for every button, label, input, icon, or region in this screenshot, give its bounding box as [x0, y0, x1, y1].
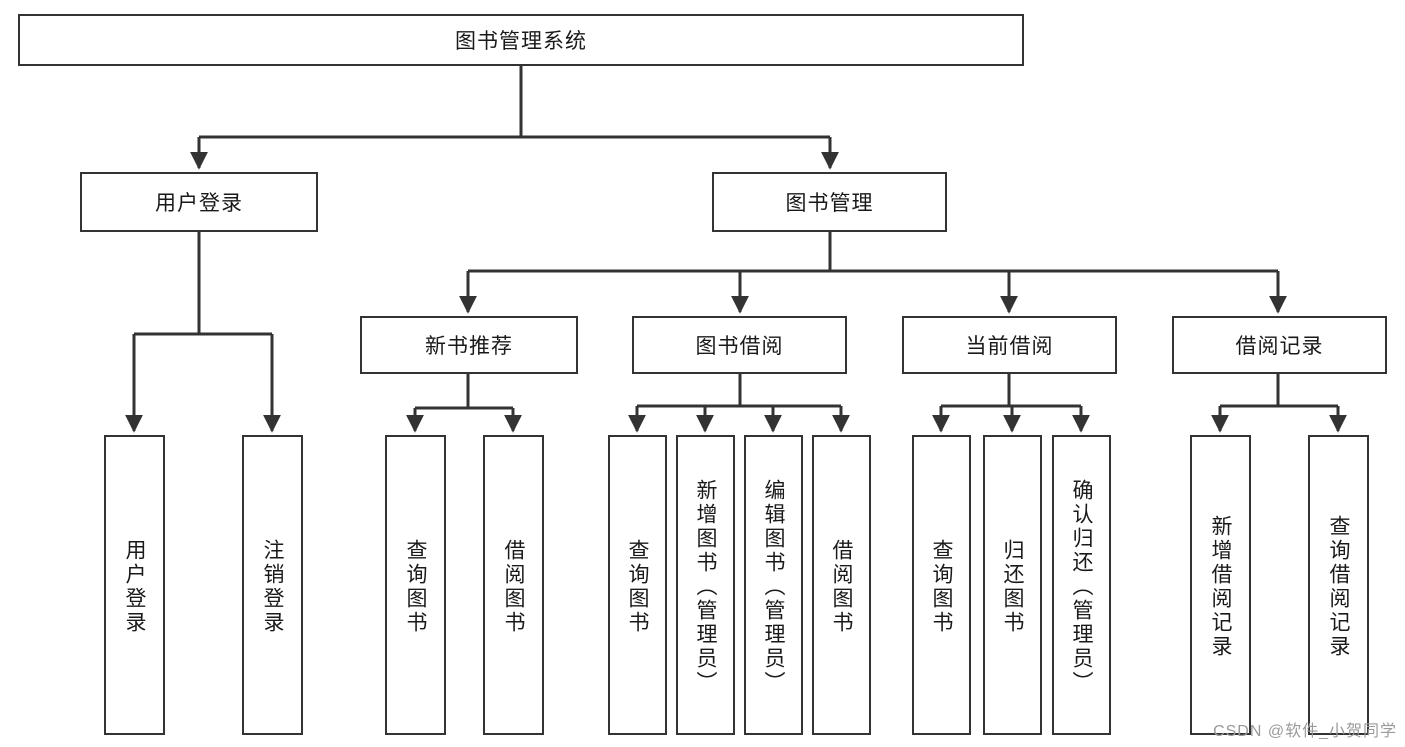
node-book-borrow-label: 图书借阅 — [695, 335, 784, 358]
node-leaf-user-login[interactable]: 用户登录 — [104, 435, 165, 735]
node-leaf-confirm-return-label: 确认归还（管理员） — [1070, 479, 1093, 695]
node-leaf-query-book-3[interactable]: 查询图书 — [912, 435, 971, 735]
node-leaf-edit-book-label: 编辑图书（管理员） — [762, 479, 785, 695]
node-leaf-query-book-3-label: 查询图书 — [930, 539, 953, 635]
node-book-manage[interactable]: 图书管理 — [712, 172, 947, 232]
node-leaf-query-record-label: 查询借阅记录 — [1327, 515, 1350, 659]
node-book-manage-label: 图书管理 — [785, 192, 874, 215]
node-user-login[interactable]: 用户登录 — [80, 172, 318, 232]
node-leaf-add-book[interactable]: 新增图书（管理员） — [676, 435, 735, 735]
node-root[interactable]: 图书管理系统 — [18, 14, 1024, 66]
node-book-borrow[interactable]: 图书借阅 — [632, 316, 847, 374]
node-new-book-rec-label: 新书推荐 — [425, 335, 513, 358]
node-root-label: 图书管理系统 — [455, 30, 587, 53]
node-leaf-query-book-2[interactable]: 查询图书 — [608, 435, 667, 735]
node-leaf-edit-book[interactable]: 编辑图书（管理员） — [744, 435, 803, 735]
watermark-text: CSDN @软件_小贺同学 — [1213, 723, 1397, 740]
node-leaf-logout-label: 注销登录 — [261, 539, 284, 635]
node-borrow-record-label: 借阅记录 — [1235, 335, 1324, 358]
node-leaf-borrow-book-2[interactable]: 借阅图书 — [812, 435, 871, 735]
node-leaf-query-book-1-label: 查询图书 — [404, 539, 427, 635]
node-leaf-query-book-1[interactable]: 查询图书 — [385, 435, 446, 735]
node-new-book-rec[interactable]: 新书推荐 — [360, 316, 578, 374]
node-leaf-query-record[interactable]: 查询借阅记录 — [1308, 435, 1369, 735]
node-leaf-borrow-book-1[interactable]: 借阅图书 — [483, 435, 544, 735]
node-current-borrow-label: 当前借阅 — [965, 335, 1054, 358]
node-leaf-borrow-book-1-label: 借阅图书 — [502, 539, 525, 635]
node-leaf-borrow-book-2-label: 借阅图书 — [830, 539, 853, 635]
node-current-borrow[interactable]: 当前借阅 — [902, 316, 1117, 374]
node-borrow-record[interactable]: 借阅记录 — [1172, 316, 1387, 374]
node-leaf-logout[interactable]: 注销登录 — [242, 435, 303, 735]
node-leaf-add-record[interactable]: 新增借阅记录 — [1190, 435, 1251, 735]
node-leaf-add-record-label: 新增借阅记录 — [1209, 515, 1232, 659]
node-leaf-return-book[interactable]: 归还图书 — [983, 435, 1042, 735]
node-leaf-add-book-label: 新增图书（管理员） — [694, 479, 717, 695]
node-leaf-user-login-label: 用户登录 — [123, 539, 146, 635]
node-leaf-return-book-label: 归还图书 — [1001, 539, 1024, 635]
node-leaf-confirm-return[interactable]: 确认归还（管理员） — [1052, 435, 1111, 735]
node-leaf-query-book-2-label: 查询图书 — [626, 539, 649, 635]
node-user-login-label: 用户登录 — [155, 192, 243, 215]
